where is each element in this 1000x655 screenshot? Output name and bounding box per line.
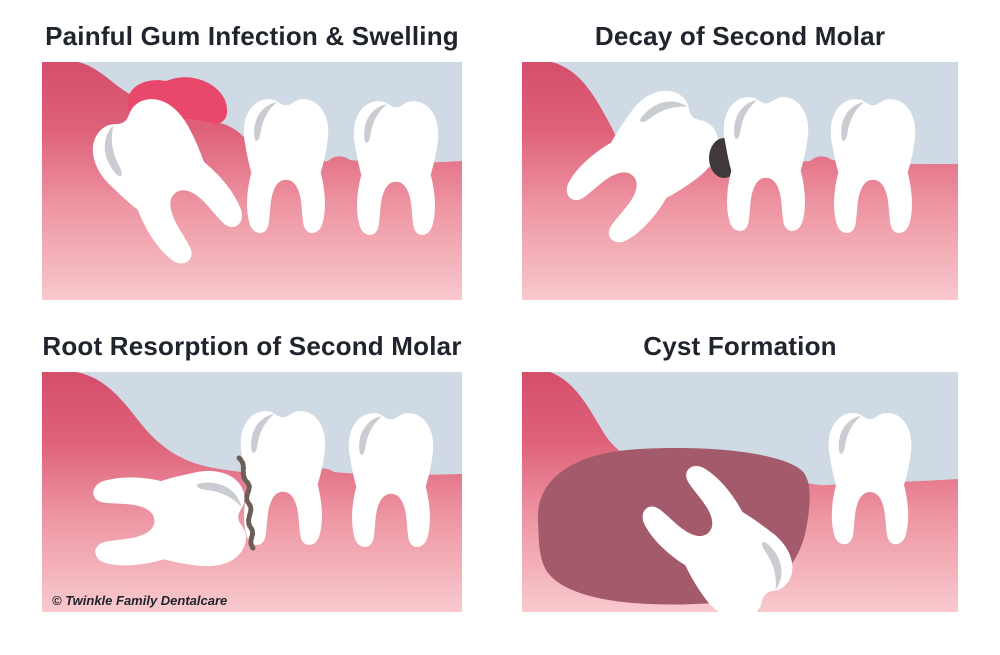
panel-cyst-formation — [522, 372, 958, 612]
panel-decay — [522, 62, 958, 300]
panel-title-gum-infection: Painful Gum Infection & Swelling — [45, 21, 459, 51]
panel-gum-infection — [42, 62, 462, 300]
resorption-line — [236, 455, 256, 551]
copyright-text: © Twinkle Family Dentalcare — [52, 593, 227, 608]
panel-root-resorption: © Twinkle Family Dentalcare — [42, 372, 462, 612]
panel-title-decay: Decay of Second Molar — [594, 21, 886, 51]
panel-title-root-resorption: Root Resorption of Second Molar — [42, 331, 462, 361]
panel-title-cyst-formation: Cyst Formation — [643, 331, 837, 361]
